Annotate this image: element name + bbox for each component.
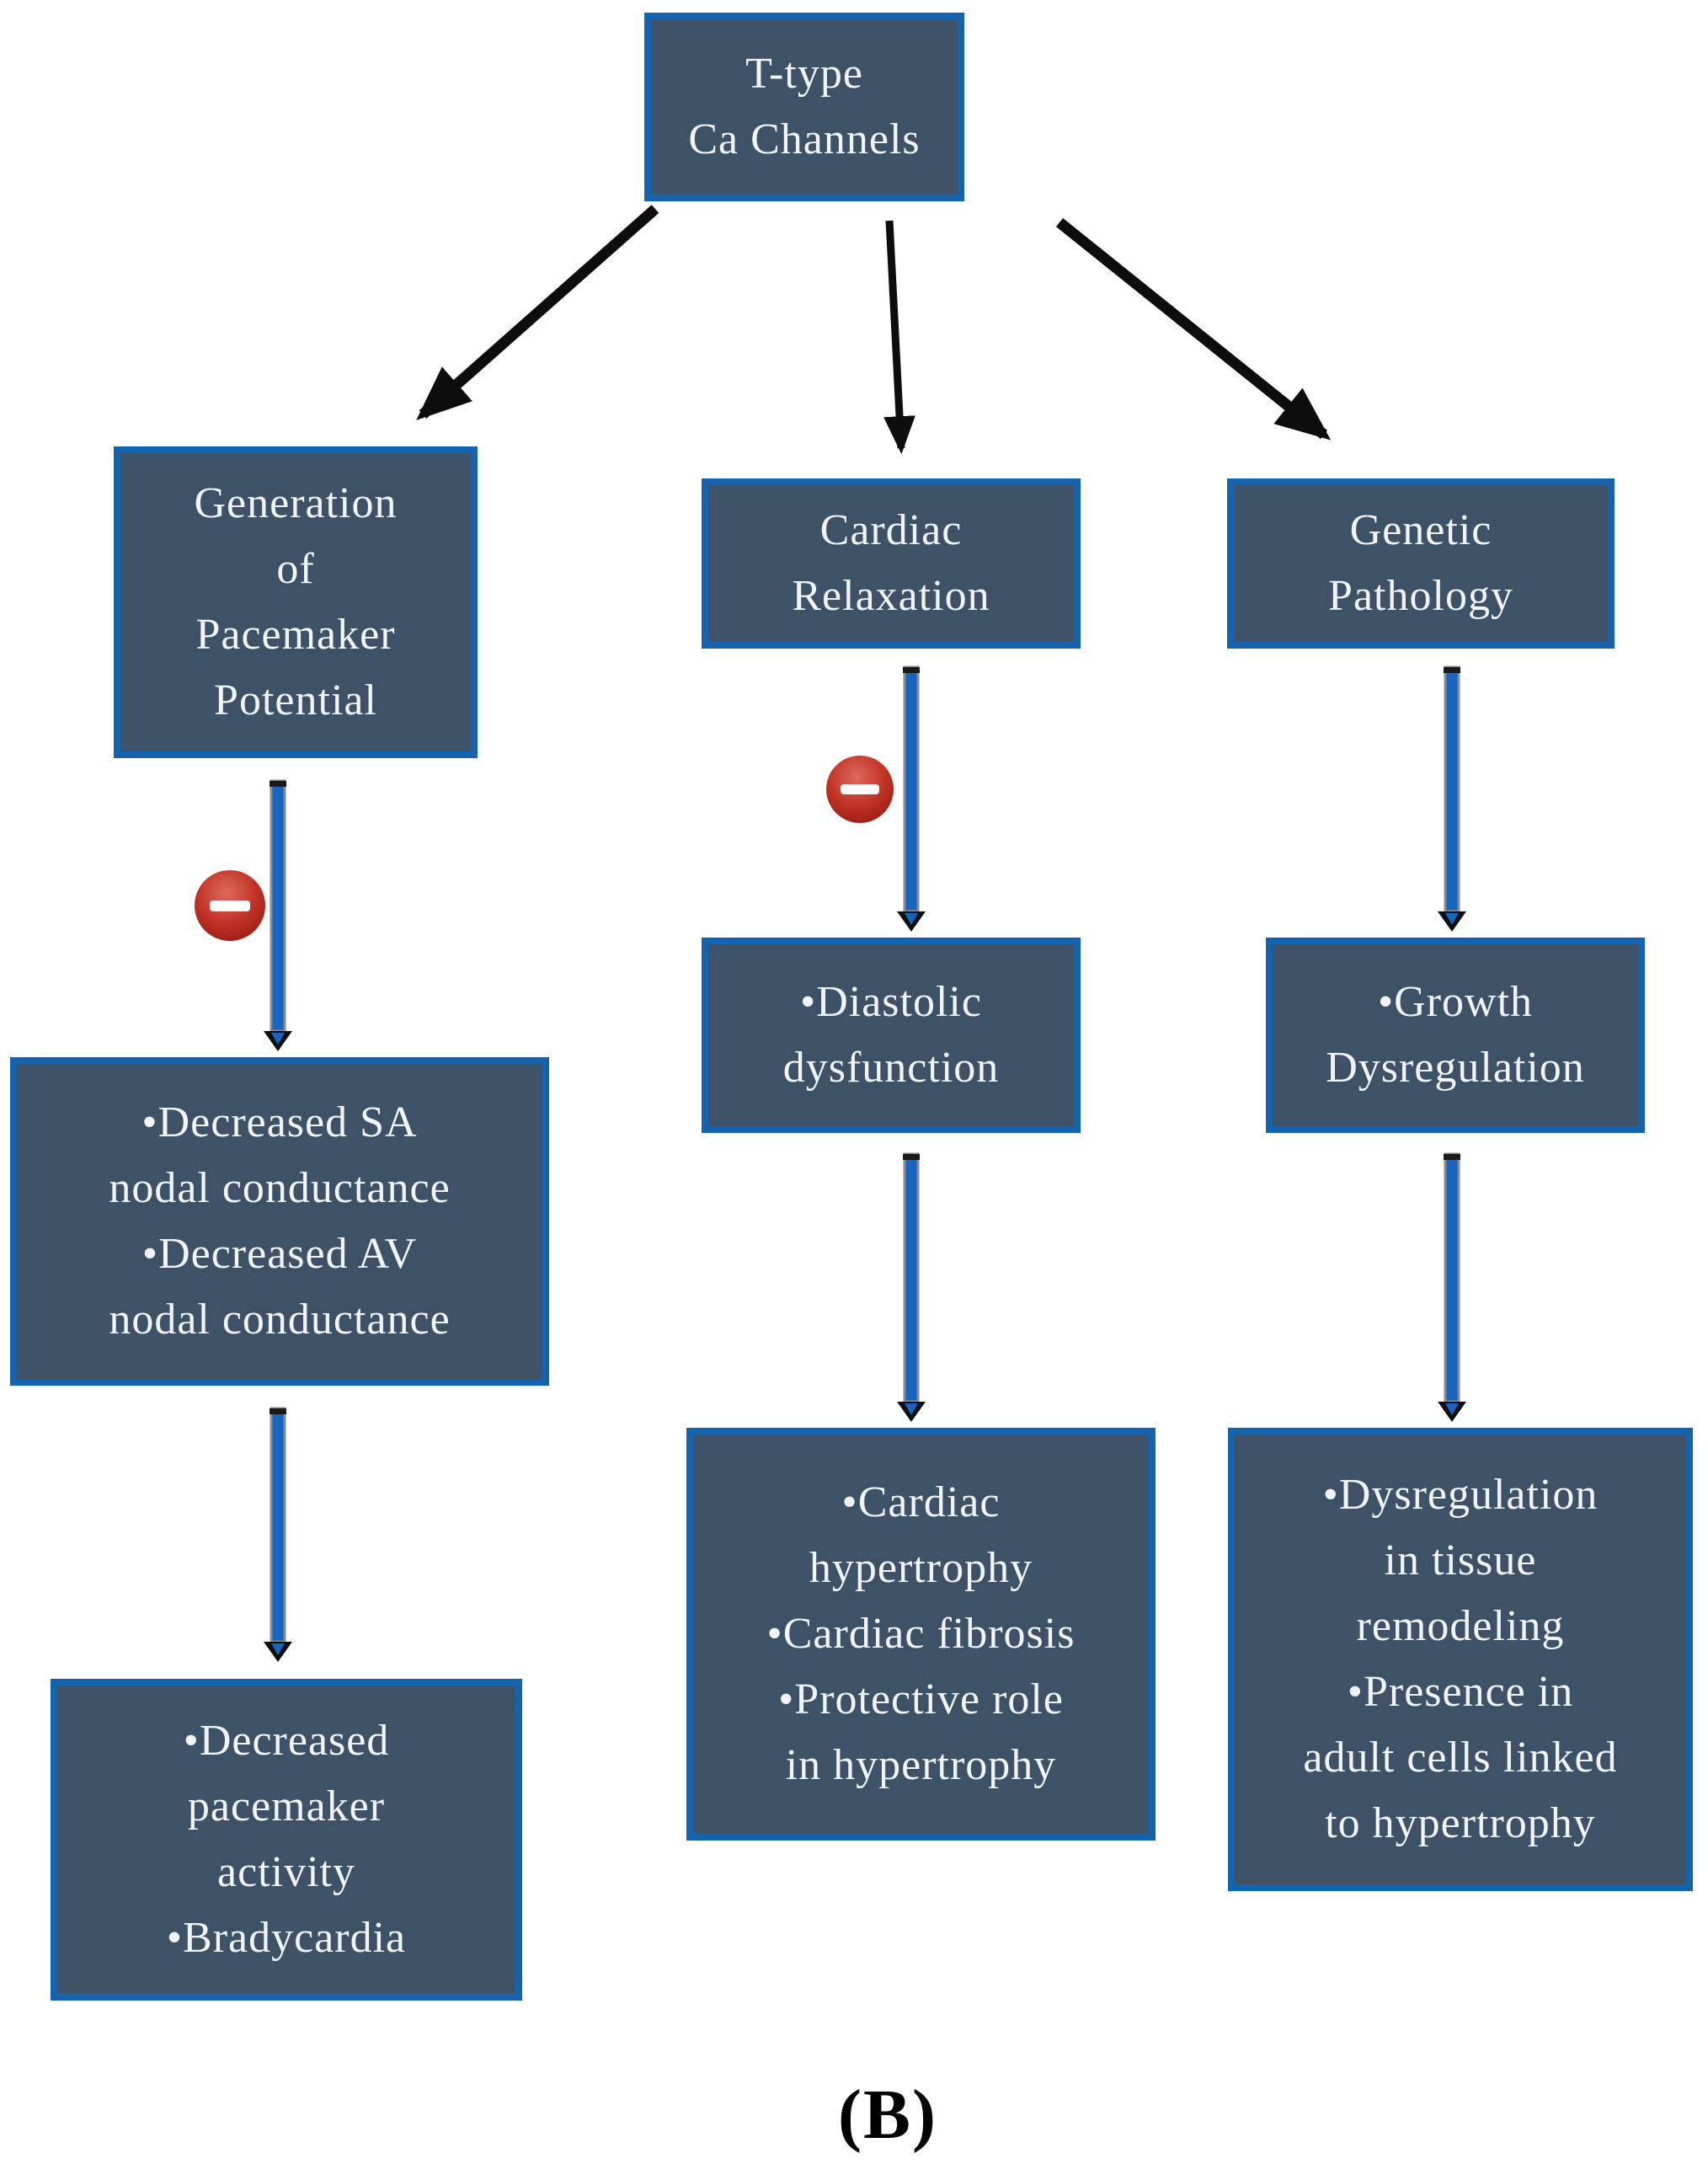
- node-cardiac-relaxation: Cardiac Relaxation: [702, 478, 1081, 649]
- node-tissue-remodeling-dysregulation: •Dysregulation in tissue remodeling •Pre…: [1228, 1428, 1693, 1891]
- figure-caption: (B): [838, 2076, 937, 2154]
- node-decreased-nodal-conductance: •Decreased SA nodal conductance •Decreas…: [10, 1057, 549, 1386]
- flow-arrow-root-to-genetic: [1055, 217, 1332, 441]
- inhibition-minus-icon-relaxation: [826, 756, 894, 823]
- node-cardiac-relaxation-label: Cardiac Relaxation: [792, 506, 990, 620]
- flow-arrow-root-to-pacemaker: [416, 205, 659, 420]
- node-decreased-nodal-conductance-label: •Decreased SA nodal conductance •Decreas…: [109, 1098, 451, 1344]
- flow-arrow-root-to-relaxation: [883, 220, 915, 455]
- connector-genetic-to-mid: [1438, 665, 1466, 932]
- node-growth-dysregulation-label: •Growth Dysregulation: [1326, 978, 1585, 1092]
- node-t-type-ca-channels: T-type Ca Channels: [644, 13, 964, 201]
- node-cardiac-hypertrophy-fibrosis: •Cardiac hypertrophy •Cardiac fibrosis •…: [686, 1428, 1156, 1841]
- node-diastolic-dysfunction: •Diastolic dysfunction: [702, 938, 1081, 1133]
- connector-mid-to-outcome-relaxation: [897, 1152, 926, 1422]
- connector-pacemaker-to-mid: [264, 779, 292, 1051]
- connector-mid-to-outcome-genetic: [1438, 1152, 1466, 1422]
- node-cardiac-hypertrophy-fibrosis-label: •Cardiac hypertrophy •Cardiac fibrosis •…: [766, 1478, 1076, 1789]
- inhibition-minus-icon-pacemaker: [195, 870, 265, 941]
- connector-relaxation-to-mid: [897, 665, 926, 932]
- node-diastolic-dysfunction-label: •Diastolic dysfunction: [782, 978, 1000, 1092]
- node-generation-pacemaker-potential: Generation of Pacemaker Potential: [114, 446, 478, 758]
- node-decreased-pacemaker-activity: •Decreased pacemaker activity •Bradycard…: [51, 1679, 522, 2001]
- node-genetic-pathology-label: Genetic Pathology: [1328, 506, 1513, 620]
- node-tissue-remodeling-dysregulation-label: •Dysregulation in tissue remodeling •Pre…: [1303, 1471, 1618, 1847]
- node-decreased-pacemaker-activity-label: •Decreased pacemaker activity •Bradycard…: [166, 1717, 407, 1962]
- node-t-type-ca-channels-label: T-type Ca Channels: [688, 50, 921, 163]
- node-growth-dysregulation: •Growth Dysregulation: [1266, 938, 1645, 1133]
- node-genetic-pathology: Genetic Pathology: [1227, 478, 1615, 649]
- connector-mid-to-outcome-pacemaker: [264, 1407, 292, 1662]
- node-generation-pacemaker-potential-label: Generation of Pacemaker Potential: [194, 479, 398, 724]
